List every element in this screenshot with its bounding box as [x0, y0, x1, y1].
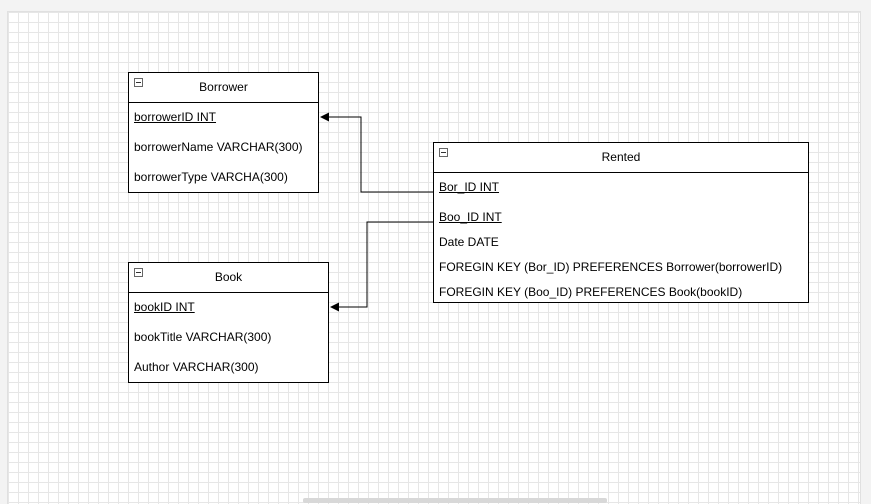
table-borrower-header[interactable]: Borrower — [129, 73, 318, 103]
connector-rented-to-book[interactable] — [338, 221, 433, 308]
table-book[interactable]: Book bookID INT bookTitle VARCHAR(300) A… — [128, 262, 329, 383]
rented-foreign-key-borrower[interactable]: FOREGIN KEY (Bor_ID) PREFERENCES Borrowe… — [439, 260, 783, 274]
table-rented-header[interactable]: Rented — [434, 143, 808, 173]
table-book-title: Book — [214, 270, 243, 284]
table-rented[interactable]: Rented Bor_ID INT Boo_ID INT Date DATE F… — [433, 142, 809, 303]
borrower-field-borrowername[interactable]: borrowerName VARCHAR(300) — [134, 140, 303, 154]
table-rented-title: Rented — [601, 150, 641, 164]
borrower-field-borrowertype[interactable]: borrowerType VARCHA(300) — [134, 170, 288, 184]
book-field-author[interactable]: Author VARCHAR(300) — [134, 360, 259, 374]
table-borrower[interactable]: Borrower borrowerID INT borrowerName VAR… — [128, 72, 319, 193]
book-field-bookid[interactable]: bookID INT — [134, 300, 195, 314]
rented-field-bor-id[interactable]: Bor_ID INT — [439, 180, 500, 194]
table-book-header[interactable]: Book — [129, 263, 328, 293]
table-borrower-title: Borrower — [199, 80, 248, 94]
collapse-icon[interactable] — [439, 148, 448, 157]
collapse-icon[interactable] — [134, 78, 143, 87]
book-field-booktitle[interactable]: bookTitle VARCHAR(300) — [134, 330, 272, 344]
rented-field-boo-id[interactable]: Boo_ID INT — [439, 210, 502, 224]
collapse-icon[interactable] — [134, 268, 143, 277]
arrowhead-book — [330, 302, 339, 312]
connector-rented-to-borrower[interactable] — [328, 116, 433, 193]
borrower-field-borrowerid[interactable]: borrowerID INT — [134, 110, 217, 124]
horizontal-scrollbar[interactable] — [303, 498, 607, 503]
arrowhead-borrower — [320, 112, 329, 122]
rented-foreign-key-book[interactable]: FOREGIN KEY (Boo_ID) PREFERENCES Book(bo… — [439, 285, 743, 299]
rented-field-date[interactable]: Date DATE — [439, 235, 499, 249]
